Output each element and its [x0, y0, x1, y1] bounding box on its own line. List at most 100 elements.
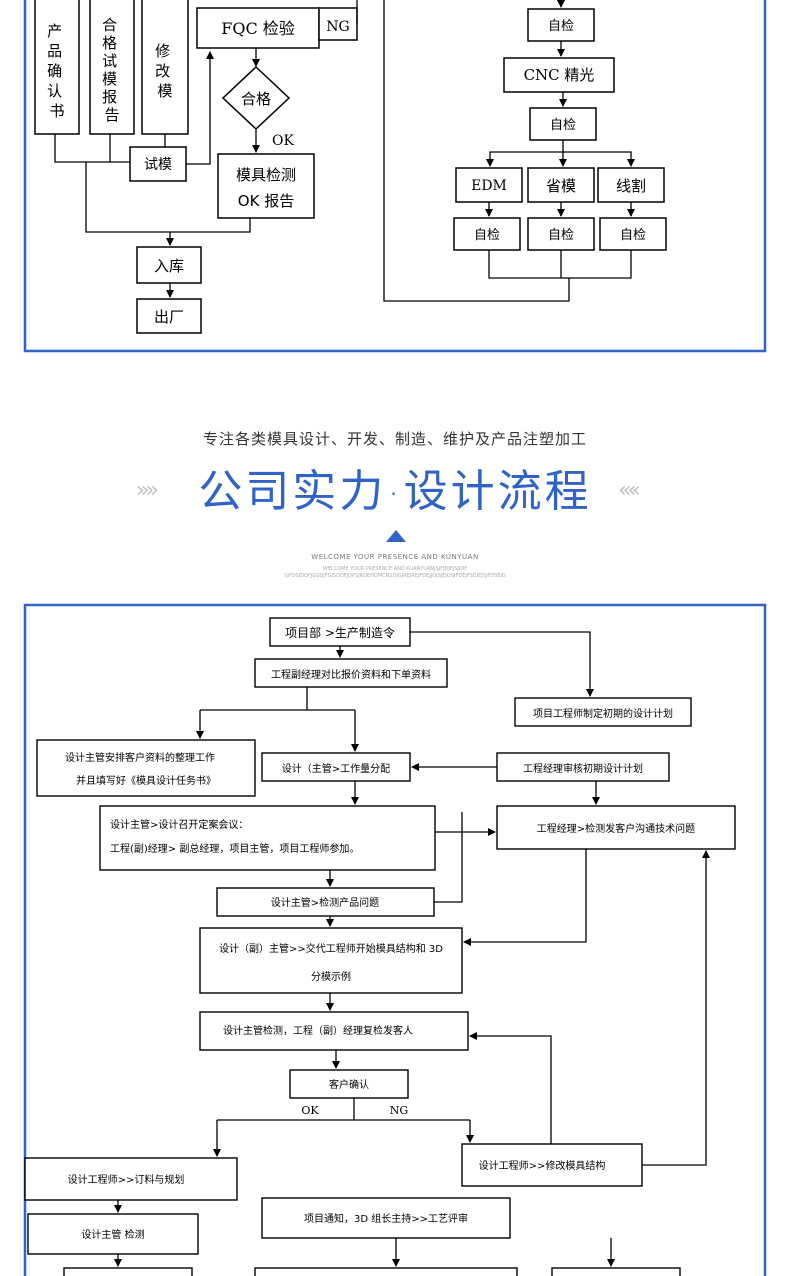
box-bottom-1: [63, 1267, 193, 1276]
box-check-1: [527, 8, 595, 42]
n4-line-2: 并且填写好《模具设计任务书》: [76, 774, 216, 787]
trial-label: 试模: [144, 157, 172, 173]
n9-text: 设计主管>检测产品问题: [271, 896, 379, 909]
ok-label: OK: [272, 133, 294, 149]
box-n15: [27, 1213, 199, 1255]
col3-text: 修 改 模: [155, 42, 175, 100]
design-flow-diagram: 项目部 >生产制造令 工程副经理对比报价资料和下单资料 项目工程师制定初期的设计…: [23, 603, 767, 1276]
box-n13: [461, 1143, 643, 1187]
box-n5: [261, 752, 411, 782]
report-line-1: 模具检测: [236, 166, 296, 184]
check-3-label: 自检: [474, 228, 500, 243]
col1-text: 产 品 确 认 书: [47, 22, 67, 120]
design-boxes: [24, 617, 736, 1276]
n15-text: 设计主管 检测: [81, 1228, 144, 1241]
box-n14: [24, 1157, 238, 1201]
box-n12: [289, 1069, 409, 1099]
check-4-label: 自检: [548, 228, 574, 243]
box-ng: [318, 7, 358, 41]
box-check-3: [453, 217, 521, 251]
n11-text: 设计主管检测，工程（副）经理复检发客人: [223, 1024, 413, 1037]
right-branch-text: 自检 CNC 精光 自检 EDM 省模 线割 自检 自检 自检: [471, 19, 646, 243]
right-branch-lines: [383, 0, 635, 302]
right-branch: [453, 8, 667, 251]
box-product-confirmation: [34, 0, 80, 135]
n4-line-1: 设计主管安排客户资料的整理工作: [65, 751, 215, 764]
title-part-a: 公司实力: [198, 466, 387, 517]
n7-line-1: 设计主管>设计召开定案会议：: [110, 818, 248, 831]
box-n9: [216, 887, 435, 917]
left-branch: [34, 0, 358, 334]
n8-text: 工程经理>检测发客户沟通技术问题: [537, 822, 695, 835]
n13-text: 设计工程师>>修改模具结构: [479, 1159, 606, 1172]
box-ship: [136, 298, 202, 334]
check-5-label: 自检: [620, 228, 646, 243]
pass-label: 合格: [241, 90, 271, 108]
n7-line-2: 工程(副)经理> 副总经理，项目主管，项目工程师参加。: [110, 842, 359, 855]
box-edm: [455, 167, 523, 203]
manufacturing-flow-diagram: 产 品 确 认 书 合 格 试 模 报 告 修 改 模 FQC 检验 NG 合格: [23, 0, 767, 353]
left-branch-lines: [54, 0, 358, 298]
n12-text: 客户确认: [329, 1078, 369, 1091]
left-branch-text: 产 品 确 认 书 合 格 试 模 报 告 修 改 模 FQC 检验 NG 合格: [47, 16, 350, 326]
top-frame: [23, 0, 767, 353]
box-bottom-2: [254, 1267, 518, 1276]
n14-text: 设计工程师>>订料与规划: [68, 1173, 185, 1186]
ok-branch-label: OK: [301, 1104, 319, 1117]
n16-text: 项目通知，3D 组长主持>>工艺评审: [304, 1212, 468, 1225]
english-tagline: WELCOME YOUR PRESENCE AND KUNYUAN: [311, 553, 479, 561]
n1-text: 项目部 >生产制造令: [285, 625, 395, 640]
box-bottom-3: [551, 1267, 681, 1276]
n6-text: 工程经理审核初期设计计划: [523, 762, 643, 775]
check-2-label: 自检: [550, 118, 576, 133]
ng-branch-label: NG: [390, 1104, 408, 1117]
english-small-line-1: WELCOME YOUR PRESENCE AND KUANYUANJSJFJD…: [322, 566, 468, 572]
box-check-4: [527, 217, 595, 251]
wire-label: 线割: [616, 177, 646, 195]
n10-line-1: 设计（副）主管>>交代工程师开始模具结构和 3D: [219, 942, 443, 955]
warehouse-label: 入库: [154, 257, 184, 275]
box-n1: [269, 617, 411, 647]
english-small-line-2: SJFDSJDOFJGSDJFGJSDDFJDPSJRDEHDMCNSDJGJR…: [284, 573, 506, 579]
box-n8: [496, 805, 736, 850]
box-n10: [199, 927, 463, 994]
check-1-label: 自检: [548, 19, 574, 34]
section-heading: 专注各类模具设计、开发、制造、维护及产品注塑加工: [0, 428, 790, 449]
n10-line-2: 分模示例: [311, 970, 351, 983]
cnc-label: CNC 精光: [524, 66, 595, 84]
english-small-text: WELCOME YOUR PRESENCE AND KUANYUANJSJFJD…: [0, 566, 790, 580]
n5-text: 设计（主管>工作量分配: [282, 762, 390, 775]
title-part-b: 设计流程: [403, 466, 592, 517]
box-n16: [261, 1197, 511, 1239]
box-n7: [99, 805, 436, 871]
col2-text: 合 格 试 模 报 告: [102, 16, 122, 124]
ng-label: NG: [326, 19, 349, 35]
fqc-label: FQC 检验: [221, 19, 295, 38]
chevron-right-icon: ««: [618, 478, 641, 503]
box-n3: [514, 697, 692, 727]
box-check-5: [599, 217, 667, 251]
n2-text: 工程副经理对比报价资料和下单资料: [271, 668, 431, 681]
design-frame: [23, 603, 767, 1276]
n3-text: 项目工程师制定初期的设计计划: [533, 707, 673, 720]
box-report: [217, 153, 315, 219]
edm-label: EDM: [471, 178, 507, 194]
design-text: 项目部 >生产制造令 工程副经理对比报价资料和下单资料 项目工程师制定初期的设计…: [65, 625, 695, 1241]
design-lines: [114, 631, 710, 1267]
ship-label: 出厂: [154, 308, 184, 326]
box-polish: [527, 167, 595, 203]
section-title: 公司实力·设计流程: [0, 462, 790, 524]
polish-label: 省模: [546, 177, 576, 195]
report-line-2: OK 报告: [238, 192, 294, 210]
box-trial-report: [89, 0, 135, 135]
box-warehouse: [136, 246, 202, 284]
box-cnc: [503, 57, 615, 93]
box-trial: [129, 146, 187, 182]
section-subtitle: 专注各类模具设计、开发、制造、维护及产品注塑加工: [202, 430, 587, 448]
box-n11: [199, 1011, 469, 1051]
title-dot: ·: [390, 482, 400, 506]
triangle-up-icon: [386, 530, 406, 542]
box-n4: [36, 739, 256, 797]
box-n2: [254, 658, 448, 688]
